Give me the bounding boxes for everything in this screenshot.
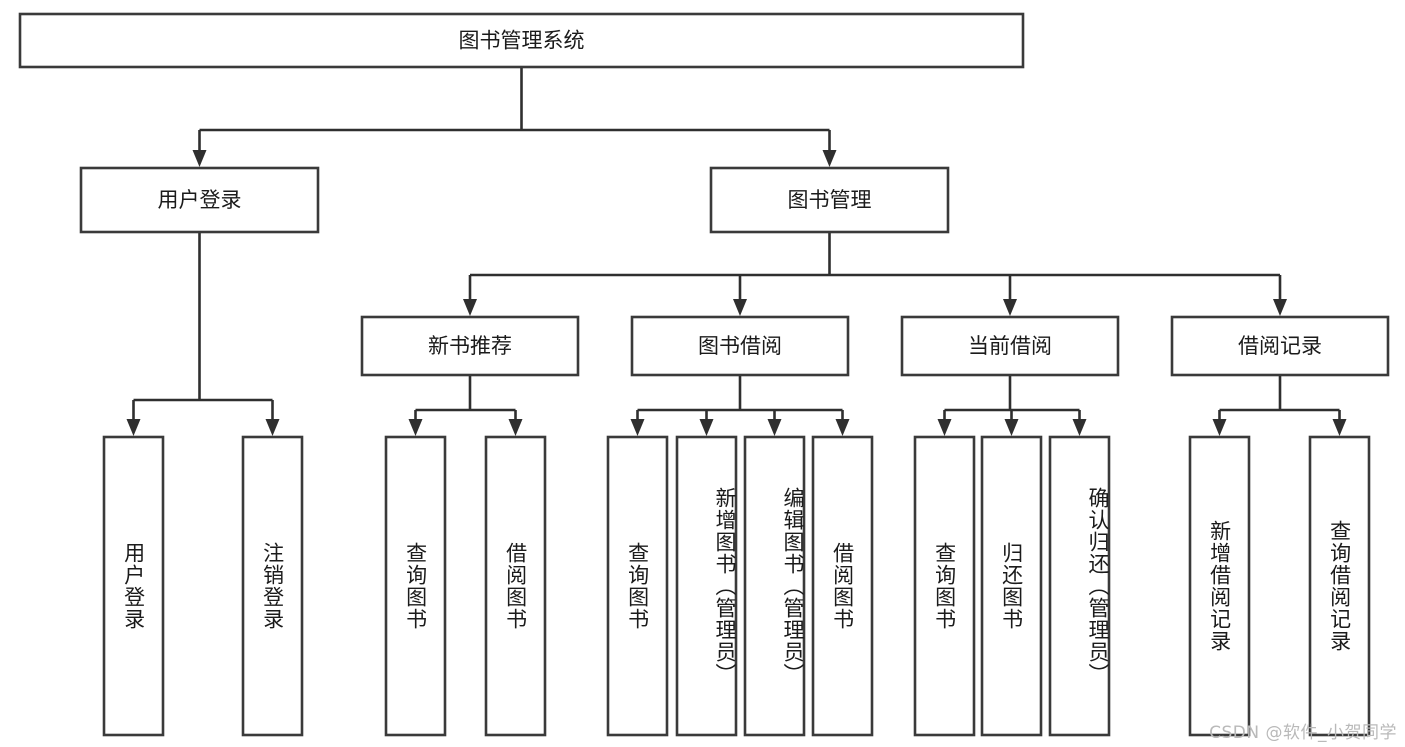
arrow-head-icon <box>822 150 837 167</box>
node-label: 图书管理 <box>788 188 872 212</box>
node-leaf-8[interactable] <box>913 435 976 737</box>
arrow-head-icon <box>1332 419 1347 436</box>
node-level2-0[interactable]: 用户登录 <box>79 166 320 234</box>
csdn-watermark: CSDN @软件_小贺同学 <box>1209 723 1397 743</box>
node-leaf-6[interactable] <box>743 435 806 737</box>
connector-group <box>1212 375 1347 436</box>
node-leaf-10[interactable] <box>1048 435 1111 737</box>
node-label: 借阅记录 <box>1238 334 1322 358</box>
node-level2-1[interactable]: 图书管理 <box>709 166 950 234</box>
arrow-head-icon <box>192 150 207 167</box>
arrow-head-icon <box>265 419 280 436</box>
arrow-head-icon <box>1273 299 1287 316</box>
node-label: 图书管理系统 <box>459 29 585 53</box>
node-leaf-7[interactable] <box>811 435 874 737</box>
arrow-head-icon <box>408 419 423 436</box>
arrow-head-icon <box>1212 419 1227 436</box>
connector-group <box>192 67 837 167</box>
connectors-layer <box>126 67 1347 436</box>
node-level3-3[interactable]: 借阅记录 <box>1170 315 1390 377</box>
node-label: 图书借阅 <box>698 334 782 358</box>
node-level3-2[interactable]: 当前借阅 <box>900 315 1120 377</box>
node-level3-0[interactable]: 新书推荐 <box>360 315 580 377</box>
arrow-head-icon <box>699 419 714 436</box>
arrow-head-icon <box>937 419 952 436</box>
arrow-head-icon <box>126 419 141 436</box>
arrow-head-icon <box>1003 299 1017 316</box>
node-leaf-12[interactable] <box>1308 435 1371 737</box>
node-leaf-1[interactable] <box>241 435 304 737</box>
node-label: 当前借阅 <box>968 334 1052 358</box>
node-leaf-2[interactable] <box>384 435 447 737</box>
arrow-head-icon <box>463 299 477 316</box>
arrow-head-icon <box>508 419 523 436</box>
node-leaf-11[interactable] <box>1188 435 1251 737</box>
arrow-head-icon <box>767 419 782 436</box>
node-leaf-4[interactable] <box>606 435 669 737</box>
connector-group <box>937 375 1087 436</box>
connector-group <box>408 375 523 436</box>
node-label: 用户登录 <box>158 188 242 212</box>
connector-group <box>630 375 850 436</box>
connector-group <box>126 232 280 436</box>
node-label: 新书推荐 <box>428 334 512 358</box>
node-leaf-0[interactable] <box>102 435 165 737</box>
node-leaf-3[interactable] <box>484 435 547 737</box>
node-root-图书管理系统[interactable]: 图书管理系统 <box>18 12 1025 69</box>
arrow-head-icon <box>1004 419 1019 436</box>
node-leaf-9[interactable] <box>980 435 1043 737</box>
arrow-head-icon <box>630 419 645 436</box>
arrow-head-icon <box>1072 419 1087 436</box>
node-leaf-5[interactable] <box>675 435 738 737</box>
arrow-head-icon <box>835 419 850 436</box>
node-level3-1[interactable]: 图书借阅 <box>630 315 850 377</box>
arrow-head-icon <box>733 299 747 316</box>
connector-group <box>463 232 1287 316</box>
